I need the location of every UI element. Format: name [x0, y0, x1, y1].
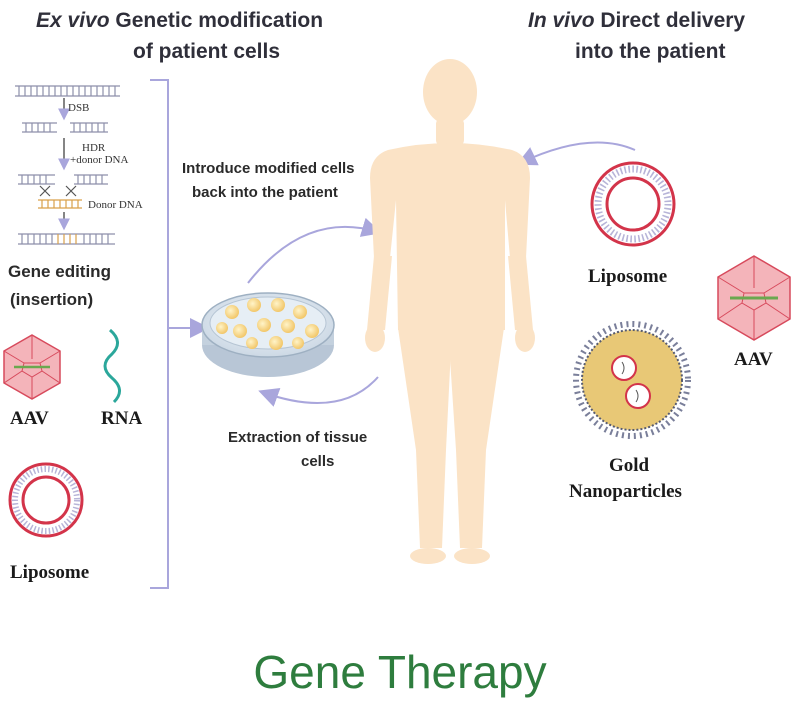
dna-strand-1	[15, 85, 120, 97]
insertion-label: (insertion)	[10, 290, 93, 309]
extract-label-line1: Extraction of tissue	[228, 429, 367, 446]
gold-label-line1: Gold	[609, 455, 650, 476]
liposome-right-label: Liposome	[588, 266, 667, 287]
petri-dish-icon	[201, 292, 335, 377]
aav-capsid-left-icon	[3, 334, 61, 400]
liposome-right-icon	[590, 161, 676, 247]
dna-strand-2	[22, 122, 108, 133]
liposome-left-label: Liposome	[10, 562, 89, 583]
aav-left-label: AAV	[10, 408, 49, 429]
ex-vivo-header-line2: of patient cells	[133, 40, 280, 63]
extraction-arrow	[258, 376, 379, 407]
gold-nanoparticle-icon	[573, 321, 691, 439]
introduce-label-line2: back into the patient	[192, 184, 338, 201]
gold-label-line2: Nanoparticles	[569, 481, 682, 502]
gene-editing-schematic	[15, 85, 120, 245]
hdr-label: HDR	[82, 142, 106, 154]
introduce-label-line1: Introduce modified cells	[182, 160, 355, 177]
introduce-arrow	[247, 217, 382, 284]
gene-editing-label: Gene editing	[8, 262, 111, 281]
in-vivo-header-line1: In vivo Direct delivery	[528, 9, 745, 32]
cultured-cells	[216, 298, 319, 350]
rna-label: RNA	[101, 408, 142, 429]
dna-strand-4	[18, 233, 115, 245]
gene-therapy-title: Gene Therapy	[253, 646, 546, 698]
donor-plus-label: +donor DNA	[70, 154, 129, 166]
in-vivo-header-line2: into the patient	[575, 40, 726, 63]
extract-label-line2: cells	[301, 453, 334, 470]
rna-strand-icon	[103, 328, 121, 404]
dna-strand-3	[18, 174, 108, 209]
aav-right-label: AAV	[734, 349, 773, 370]
delivery-arrow	[516, 141, 636, 166]
aav-capsid-right-icon	[717, 255, 791, 341]
liposome-left-icon	[8, 462, 84, 538]
dsb-label: DSB	[68, 102, 89, 114]
donor-dna-label: Donor DNA	[88, 199, 143, 211]
ex-vivo-header-line1: Ex vivo Genetic modification	[36, 9, 323, 32]
human-body-icon	[365, 59, 535, 564]
left-bracket	[150, 79, 169, 589]
